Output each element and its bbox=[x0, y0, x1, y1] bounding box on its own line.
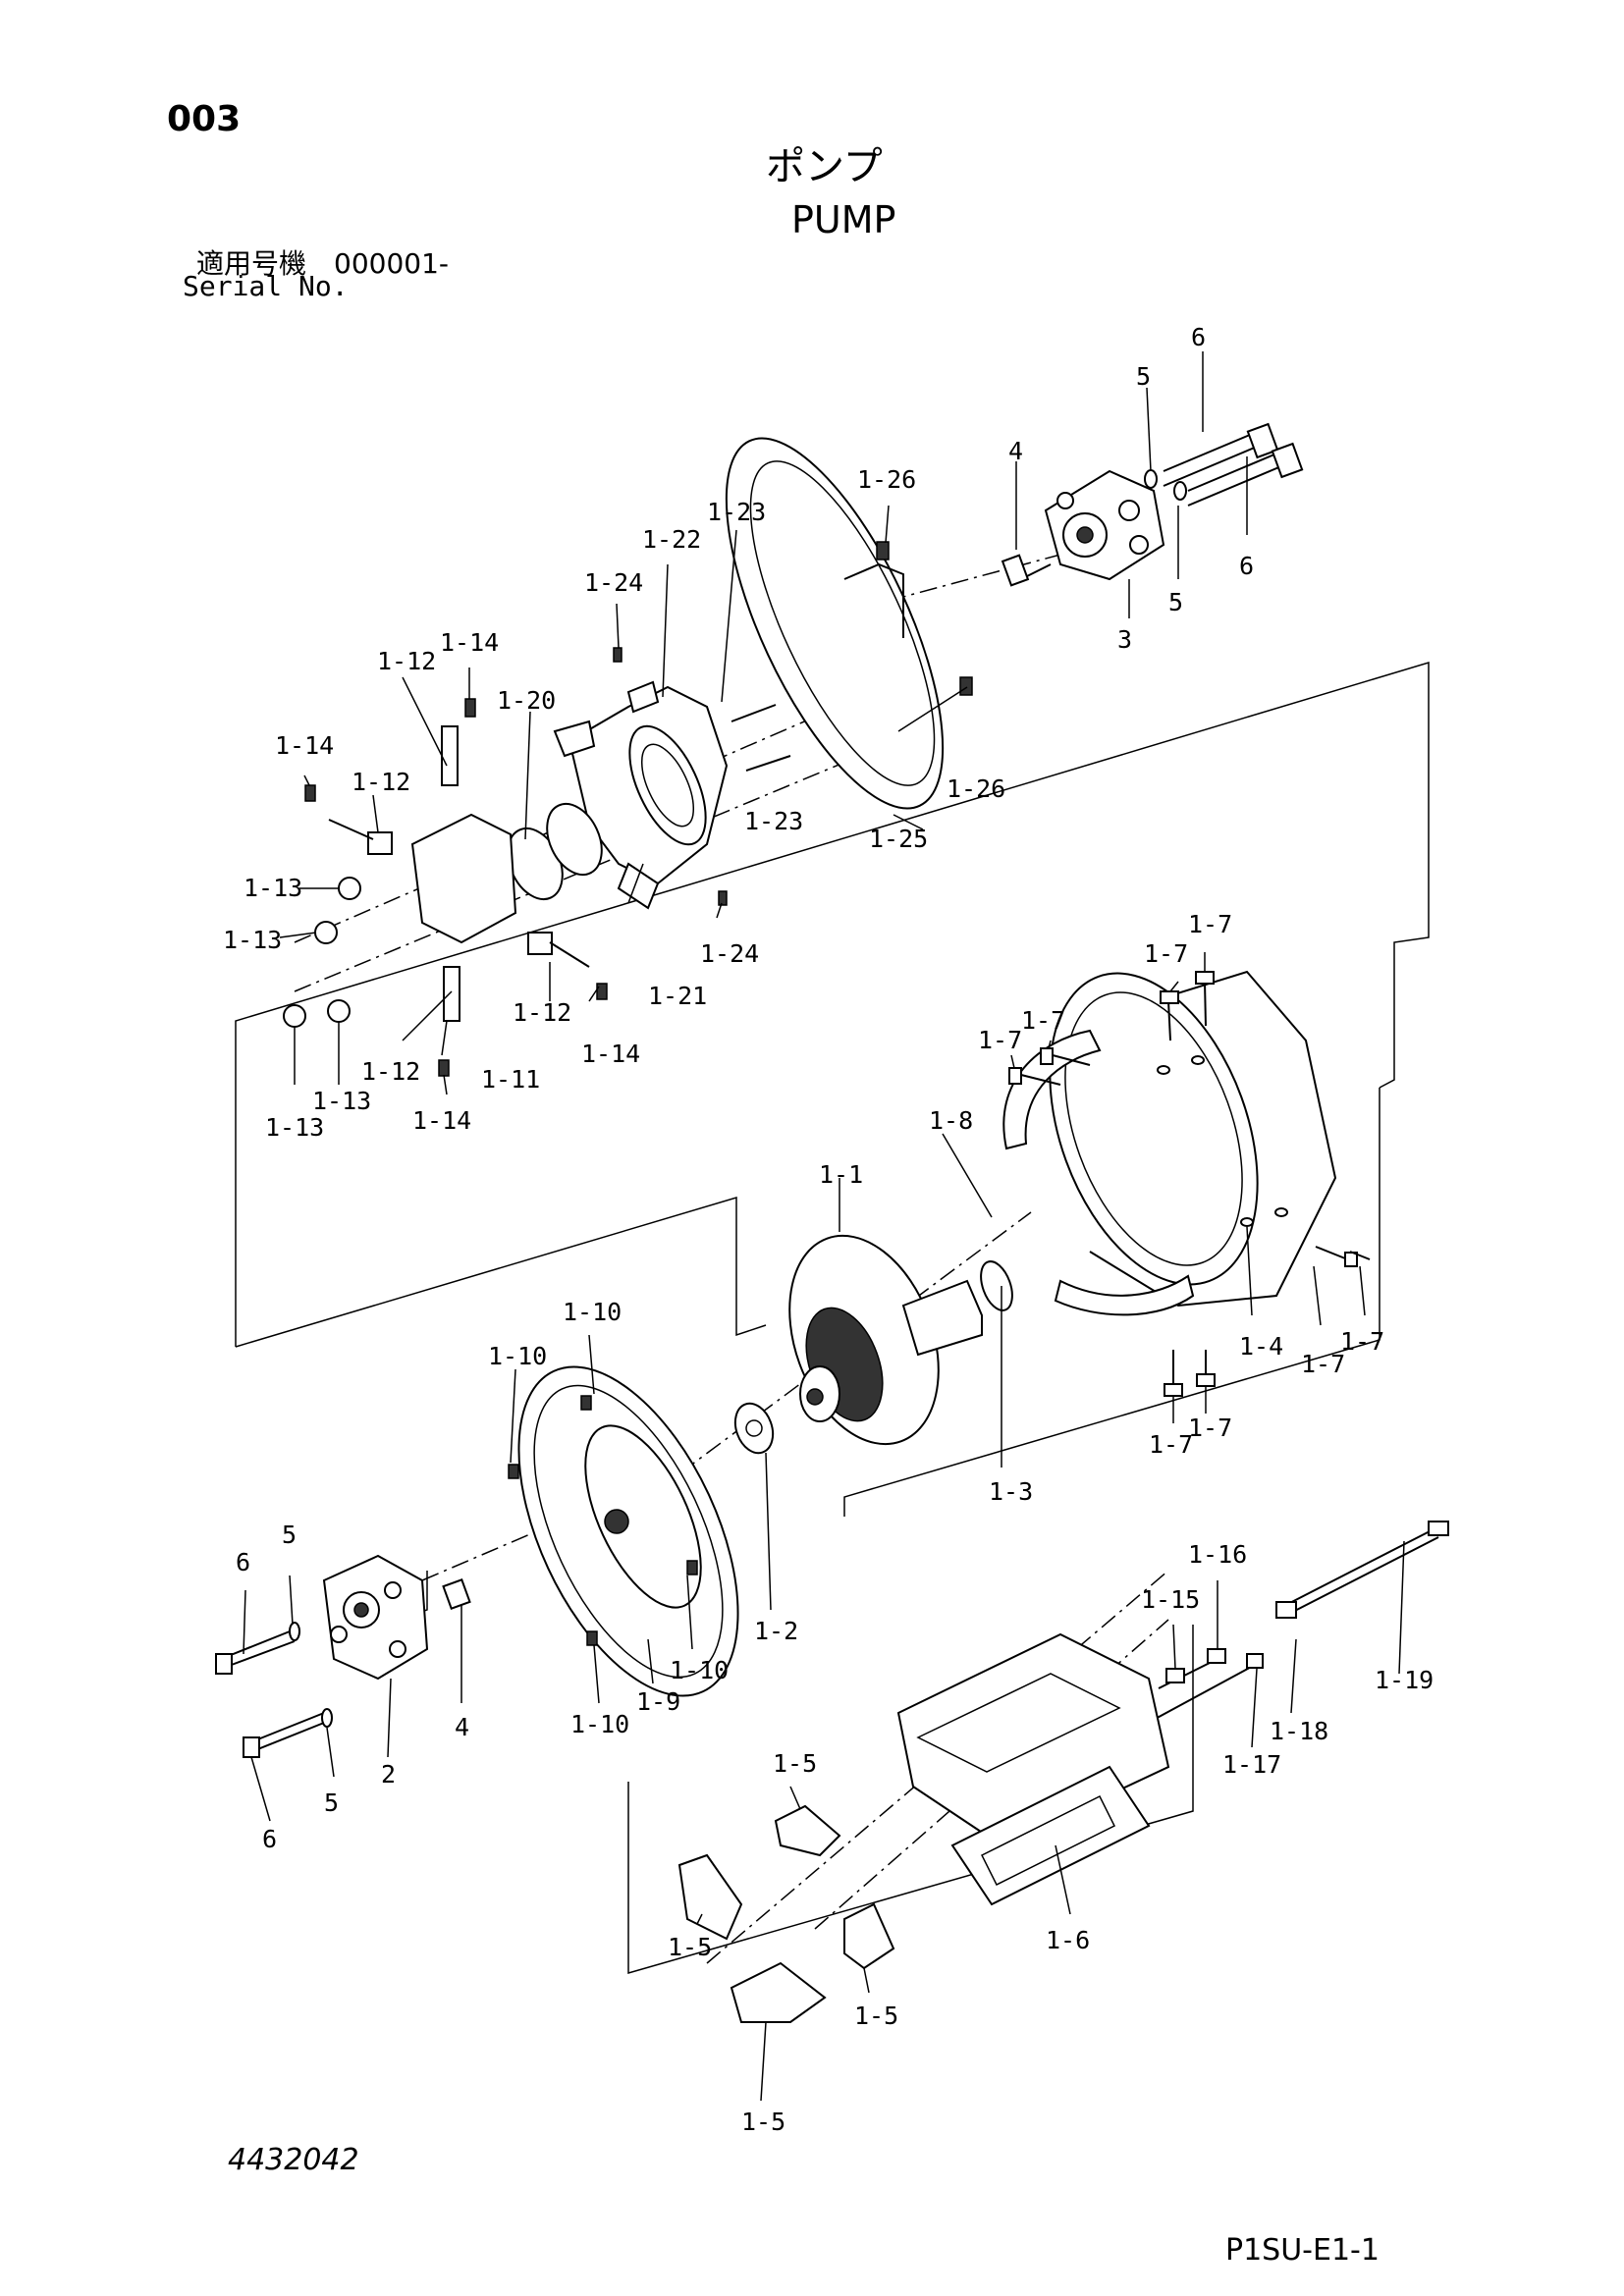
callout-label: 6 bbox=[262, 1825, 277, 1853]
callout-label: 1-7 bbox=[978, 1026, 1022, 1054]
end-cover bbox=[508, 1365, 739, 1697]
page-code: P1SU-E1-1 bbox=[1225, 2233, 1380, 2268]
callout-label: 2 bbox=[381, 1760, 396, 1789]
callout-label: 1-26 bbox=[947, 774, 1005, 803]
callout-label: 1-12 bbox=[377, 647, 436, 675]
callout-labels: 6 5 4 1-26 1-23 1-22 1-24 1-14 1-12 1-20… bbox=[223, 323, 1434, 2136]
armature bbox=[733, 1234, 1013, 1455]
field-coil bbox=[896, 1632, 1170, 1906]
callout-label: 3 bbox=[1117, 625, 1132, 654]
terminal-leads bbox=[1138, 1521, 1449, 1729]
page-number: 003 bbox=[167, 99, 242, 139]
callout-label: 6 bbox=[236, 1548, 250, 1576]
callout-label: 1-9 bbox=[636, 1687, 680, 1716]
callout-label: 1-25 bbox=[869, 825, 928, 853]
callout-label: 1-12 bbox=[361, 1057, 420, 1086]
callout-label: 1-8 bbox=[929, 1106, 973, 1135]
end-bell bbox=[725, 437, 973, 810]
page-title-japanese: ポンプ bbox=[766, 144, 883, 189]
callout-label: 1-7 bbox=[1301, 1350, 1345, 1378]
callout-label: 5 bbox=[324, 1789, 339, 1817]
field-group-frame bbox=[627, 1625, 1194, 1974]
callout-label: 1-21 bbox=[648, 982, 707, 1010]
callout-label: 6 bbox=[1239, 552, 1254, 580]
callout-label: 5 bbox=[1168, 588, 1183, 616]
callout-label: 1-3 bbox=[989, 1477, 1033, 1506]
callout-label: 5 bbox=[282, 1521, 297, 1549]
brush-assembly bbox=[283, 698, 608, 1077]
motor-group-frame bbox=[235, 661, 1430, 1616]
motor-yoke bbox=[1002, 970, 1337, 1316]
callout-label: 1-13 bbox=[265, 1113, 324, 1142]
callout-label: 1-20 bbox=[497, 686, 556, 715]
callout-label: 1-7 bbox=[1188, 1414, 1232, 1442]
callout-label: 5 bbox=[1136, 362, 1151, 391]
callout-label: 1-10 bbox=[670, 1656, 729, 1684]
serial-label-english: Serial No. bbox=[183, 270, 349, 302]
yoke-screws bbox=[1008, 971, 1371, 1397]
callout-label: 1-13 bbox=[223, 926, 282, 954]
callout-label: 1-11 bbox=[481, 1065, 540, 1094]
callout-label: 4 bbox=[455, 1713, 469, 1741]
document-number: 4432042 bbox=[228, 2143, 359, 2177]
callout-label: 1-5 bbox=[741, 2108, 785, 2136]
callout-label: 1-1 bbox=[819, 1160, 863, 1189]
page-title-english: PUMP bbox=[791, 198, 896, 241]
hydraulic-pump-lower bbox=[215, 1554, 471, 1758]
callout-label: 1-7 bbox=[1149, 1430, 1193, 1459]
callout-label: 1-14 bbox=[440, 628, 499, 657]
callout-label: 1-7 bbox=[1340, 1327, 1384, 1356]
callout-label: 1-14 bbox=[412, 1106, 471, 1135]
callout-label: 1-22 bbox=[642, 525, 701, 554]
callout-label: 1-7 bbox=[1021, 1006, 1065, 1035]
callout-label: 1-7 bbox=[1144, 939, 1188, 968]
callout-label: 1-10 bbox=[563, 1298, 622, 1326]
callout-label: 1-18 bbox=[1270, 1717, 1328, 1745]
callout-label: 1-15 bbox=[1141, 1585, 1200, 1614]
callout-label: 1-5 bbox=[854, 2002, 898, 2030]
callout-label: 1-6 bbox=[1046, 1926, 1090, 1954]
brush-holder-plate bbox=[507, 647, 791, 910]
callout-label: 1-12 bbox=[513, 998, 571, 1027]
callout-label: 1-24 bbox=[584, 568, 643, 597]
callout-label: 1-10 bbox=[570, 1710, 629, 1738]
callout-label: 1-13 bbox=[312, 1087, 371, 1115]
callout-label: 6 bbox=[1191, 323, 1206, 351]
callout-label: 1-10 bbox=[488, 1342, 547, 1370]
callout-label: 1-19 bbox=[1375, 1666, 1434, 1694]
callout-label: 1-5 bbox=[668, 1933, 712, 1961]
callout-label: 1-24 bbox=[700, 939, 759, 968]
callout-label: 1-12 bbox=[352, 768, 410, 796]
callout-label: 4 bbox=[1008, 437, 1023, 465]
callout-label: 1-17 bbox=[1222, 1750, 1281, 1779]
leader-lines bbox=[243, 351, 1405, 2102]
serial-label-japanese: 適用号機 000001- bbox=[196, 247, 449, 280]
callout-label: 1-16 bbox=[1188, 1540, 1247, 1569]
callout-label: 1-23 bbox=[744, 807, 803, 835]
callout-label: 1-5 bbox=[773, 1749, 817, 1778]
hydraulic-pump-upper bbox=[1001, 422, 1304, 587]
callout-label: 1-26 bbox=[857, 465, 916, 494]
callout-label: 1-14 bbox=[581, 1040, 640, 1068]
callout-label: 1-14 bbox=[275, 731, 334, 760]
pole-shoes bbox=[677, 1804, 895, 2023]
callout-label: 1-7 bbox=[1188, 910, 1232, 938]
callout-label: 1-4 bbox=[1239, 1332, 1283, 1361]
callout-label: 1-13 bbox=[244, 874, 302, 902]
callout-label: 1-2 bbox=[754, 1617, 798, 1645]
callout-label: 1-23 bbox=[707, 498, 766, 526]
